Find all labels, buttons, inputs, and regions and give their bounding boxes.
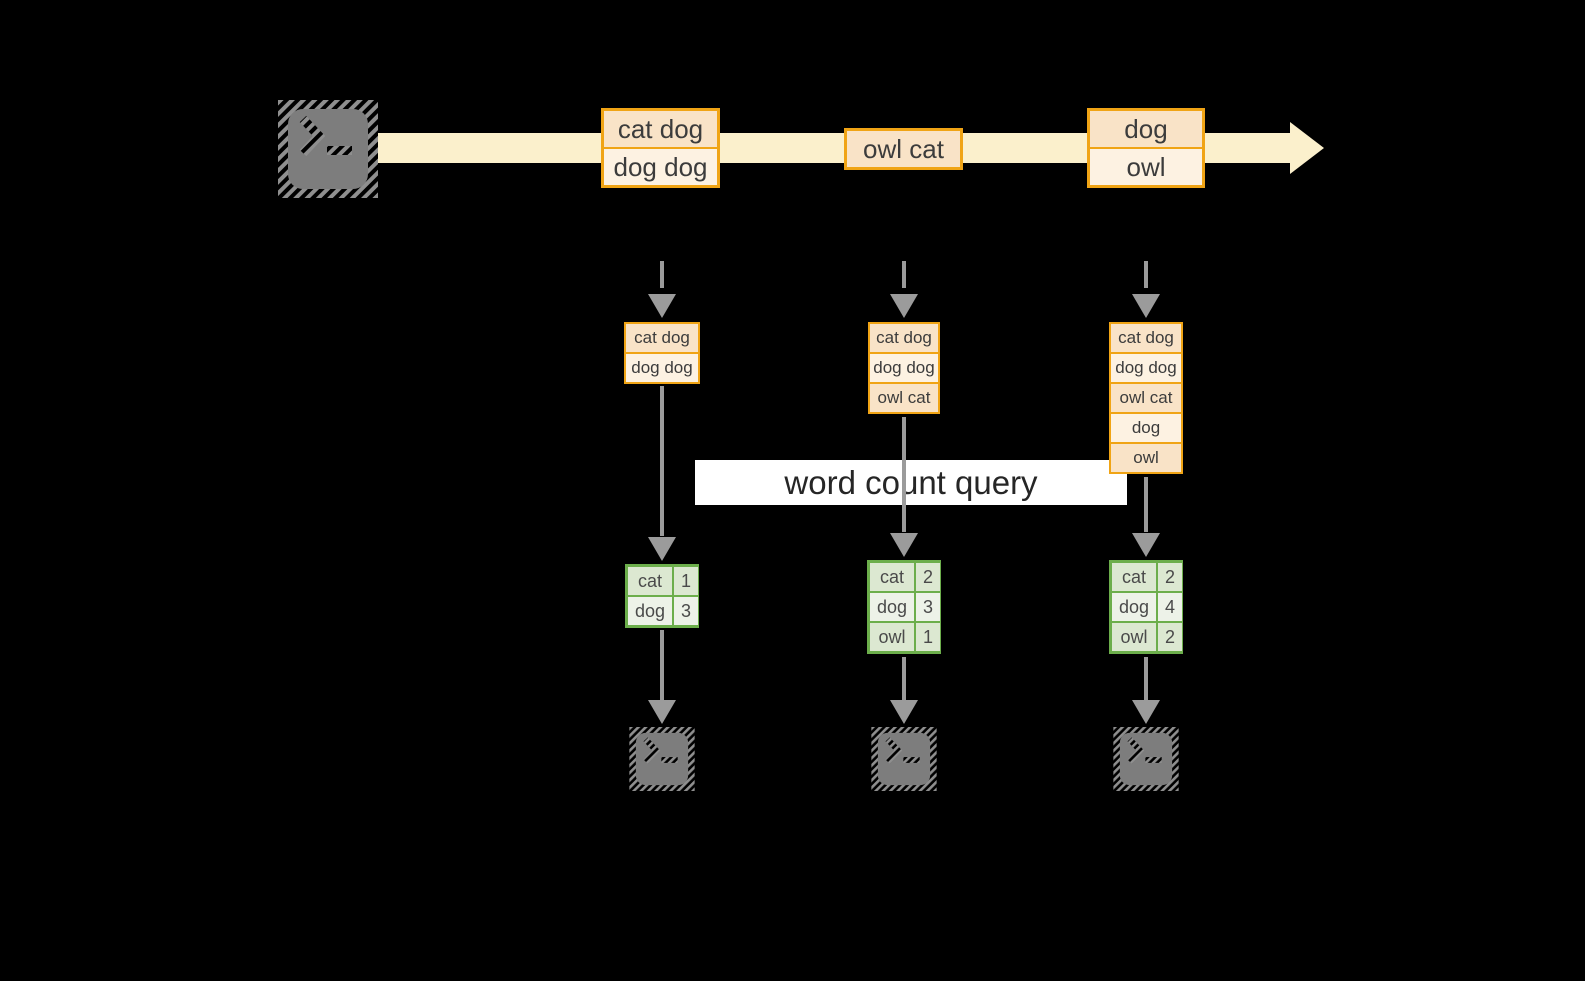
terminal-prompt-chevron-icon — [1127, 737, 1145, 764]
table-cell-word: cat — [1112, 563, 1156, 591]
terminal-prompt-chevron-icon — [885, 737, 903, 764]
dashed-arrow-line — [1144, 261, 1148, 288]
arrow-line — [902, 657, 906, 700]
sink-terminal-icon — [1113, 727, 1179, 791]
arrow-head — [1132, 700, 1160, 724]
table-cell-count: 3 — [674, 597, 698, 625]
table-cell-count: 2 — [1158, 623, 1182, 651]
table-cell-word: cat — [628, 567, 672, 595]
input-buffer: cat dog dog dog — [624, 322, 700, 384]
arrow-line — [1144, 657, 1148, 700]
dashed-arrow-head — [1132, 294, 1160, 318]
table-cell-word: dog — [1112, 593, 1156, 621]
table-cell-word: dog — [628, 597, 672, 625]
dashed-arrow-head — [648, 294, 676, 318]
record-cell: dog dog — [604, 149, 717, 185]
stream-arrow-head — [1290, 122, 1324, 174]
arrow-head — [1132, 533, 1160, 557]
record-cell: cat dog — [604, 111, 717, 147]
table-cell-word: owl — [870, 623, 914, 651]
terminal-prompt-underscore-icon — [903, 757, 920, 763]
record-cell: owl — [1111, 444, 1181, 472]
input-buffer: cat dog dog dog owl cat dog owl — [1109, 322, 1183, 474]
table-cell-count: 2 — [1158, 563, 1182, 591]
table-cell-count: 1 — [916, 623, 940, 651]
record-cell: dog — [1111, 414, 1181, 442]
record-cell: dog — [1090, 111, 1202, 147]
arrow-line — [660, 386, 664, 536]
query-label: word count query — [784, 463, 1038, 501]
dashed-arrow-line — [660, 261, 664, 288]
stream-record-box: dog owl — [1087, 108, 1205, 188]
arrow-line — [1144, 477, 1148, 532]
source-terminal-icon — [278, 100, 378, 198]
record-cell: dog dog — [1111, 354, 1181, 382]
record-cell: owl — [1090, 149, 1202, 185]
result-table: cat 2 dog 4 owl 2 — [1109, 560, 1183, 654]
record-cell: owl cat — [1111, 384, 1181, 412]
arrow-head — [890, 700, 918, 724]
input-buffer: cat dog dog dog owl cat — [868, 322, 940, 414]
record-cell: owl cat — [870, 384, 938, 412]
record-cell: dog dog — [870, 354, 938, 382]
terminal-prompt-underscore-icon — [327, 146, 352, 155]
table-cell-count: 3 — [916, 593, 940, 621]
arrow-line — [660, 630, 664, 700]
arrow-head — [648, 700, 676, 724]
record-cell: cat dog — [870, 324, 938, 352]
stream-record-box: cat dog dog dog — [601, 108, 720, 188]
arrow-head — [890, 533, 918, 557]
arrow-head — [648, 537, 676, 561]
table-cell-word: owl — [1112, 623, 1156, 651]
table-cell-word: dog — [870, 593, 914, 621]
terminal-prompt-chevron-icon — [643, 737, 661, 764]
record-cell: cat dog — [1111, 324, 1181, 352]
dashed-arrow-line — [902, 261, 906, 288]
result-table: cat 1 dog 3 — [625, 564, 699, 628]
terminal-prompt-underscore-icon — [661, 757, 678, 763]
stream-record-box: owl cat — [844, 128, 963, 170]
table-cell-count: 2 — [916, 563, 940, 591]
arrow-line — [902, 417, 906, 532]
table-cell-count: 1 — [674, 567, 698, 595]
record-cell: dog dog — [626, 354, 698, 382]
sink-terminal-icon — [871, 727, 937, 791]
sink-terminal-icon — [629, 727, 695, 791]
record-cell: cat dog — [626, 324, 698, 352]
terminal-prompt-underscore-icon — [1145, 757, 1162, 763]
query-label-banner: word count query — [695, 460, 1127, 505]
terminal-prompt-chevron-icon — [299, 115, 326, 157]
dashed-arrow-head — [890, 294, 918, 318]
result-table: cat 2 dog 3 owl 1 — [867, 560, 941, 654]
table-cell-word: cat — [870, 563, 914, 591]
record-cell: owl cat — [847, 131, 960, 167]
table-cell-count: 4 — [1158, 593, 1182, 621]
